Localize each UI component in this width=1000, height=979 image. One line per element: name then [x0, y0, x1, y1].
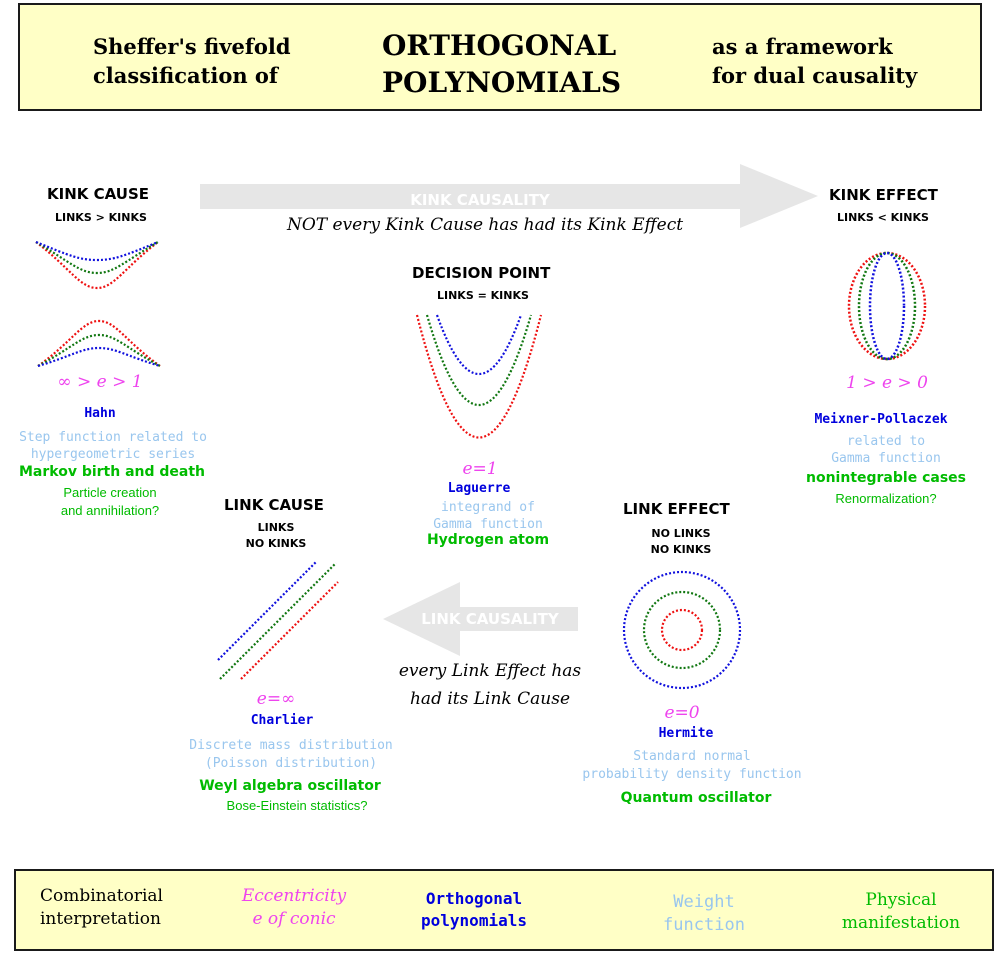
legend-orthogonal: Orthogonal polynomials	[421, 889, 527, 930]
kink-causality-label: KINK CAUSALITY	[410, 191, 550, 209]
decision-point-weight: integrand of Gamma function	[433, 500, 543, 532]
link-cause-lines	[217, 561, 339, 680]
link-cause-weight: Discrete mass distribution (Poisson dist…	[189, 738, 393, 771]
link-effect-eccentricity: e=0	[664, 703, 700, 723]
kink-cause-lower-curves	[37, 319, 161, 368]
kink-cause-upper-curves	[35, 240, 159, 290]
title-box: Sheffer's fivefold classification of ORT…	[18, 3, 982, 111]
link-causality-arrow	[383, 582, 578, 656]
link-cause-physical-bold: Weyl algebra oscillator	[199, 778, 381, 794]
decision-point-polynomial: Laguerre	[447, 481, 511, 496]
link-effect-physical-bold: Quantum oscillator	[620, 790, 772, 806]
kink-effect-title: KINK EFFECT	[829, 186, 938, 204]
title-right: as a framework for dual causality	[712, 34, 918, 88]
legend-weight: Weight function	[663, 892, 745, 935]
kink-effect-polynomial: Meixner-Pollaczek	[814, 412, 948, 427]
kink-cause-polynomial: Hahn	[84, 406, 116, 421]
link-causality-caption: every Link Effect has had its Link Cause	[398, 661, 582, 709]
link-causality-label: LINK CAUSALITY	[421, 610, 559, 628]
decision-point-parabolas	[415, 314, 543, 439]
link-effect-sub: NO LINKS NO KINKS	[650, 527, 712, 556]
title-left: Sheffer's fivefold classification of	[93, 34, 291, 88]
kink-cause-weight: Step function related to hypergeometric …	[19, 430, 207, 462]
link-effect-polynomial: Hermite	[658, 726, 714, 741]
kink-effect-weight: related to Gamma function	[831, 434, 941, 466]
kink-effect-ellipses	[847, 251, 927, 361]
title-center: ORTHOGONAL POLYNOMIALS	[382, 29, 622, 99]
kink-effect-eccentricity: 1 > e > 0	[846, 373, 928, 393]
legend-combinatorial: Combinatorial interpretation	[40, 886, 163, 929]
kink-cause-title: KINK CAUSE	[47, 185, 149, 203]
kink-effect-physical: Renormalization?	[835, 491, 937, 506]
kink-causality-arrow	[200, 164, 818, 228]
link-cause-physical: Bose-Einstein statistics?	[226, 798, 368, 813]
kink-cause-sub: LINKS > KINKS	[55, 211, 147, 224]
legend-physical: Physical manifestation	[841, 890, 961, 933]
link-cause-polynomial: Charlier	[250, 713, 314, 728]
link-effect-weight: Standard normal probability density func…	[582, 749, 802, 782]
link-cause-sub: LINKS NO KINKS	[245, 521, 307, 550]
kink-cause-physical-bold: Markov birth and death	[19, 464, 206, 480]
decision-point-eccentricity: e=1	[462, 459, 498, 479]
link-effect-circles	[622, 570, 742, 690]
link-effect-title: LINK EFFECT	[623, 500, 730, 518]
decision-point-sub: LINKS = KINKS	[437, 289, 529, 302]
kink-cause-eccentricity: ∞ > e > 1	[57, 372, 143, 392]
link-cause-eccentricity: e=∞	[256, 689, 296, 709]
kink-causality-caption: NOT every Kink Cause has had its Kink Ef…	[286, 215, 684, 235]
decision-point-title: DECISION POINT	[412, 264, 551, 282]
legend-box: Combinatorial interpretation Eccentricit…	[14, 869, 994, 951]
kink-cause-physical: Particle creation and annihilation?	[60, 485, 160, 518]
kink-effect-physical-bold: nonintegrable cases	[806, 470, 966, 486]
kink-effect-sub: LINKS < KINKS	[837, 211, 929, 224]
legend-eccentricity: Eccentricity e of conic	[241, 886, 347, 929]
decision-point-physical-bold: Hydrogen atom	[426, 532, 550, 548]
link-cause-title: LINK CAUSE	[224, 496, 324, 514]
